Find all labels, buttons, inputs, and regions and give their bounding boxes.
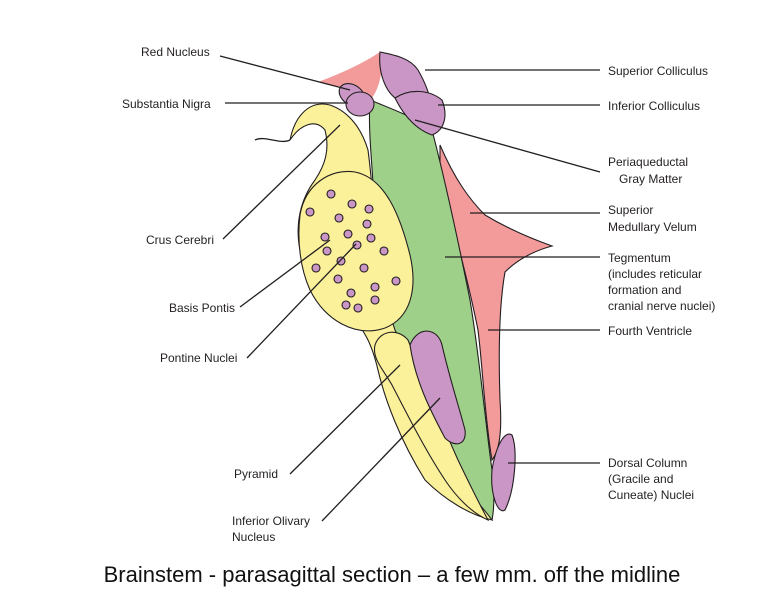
pontine-nucleus-dot (347, 199, 357, 209)
label-pyramid: Pyramid (234, 467, 278, 481)
label-substantia-nigra: Substantia Nigra (122, 97, 211, 111)
label-red-nucleus: Red Nucleus (141, 45, 210, 59)
red-nucleus-area (318, 52, 382, 98)
inferior-colliculus-shape (394, 90, 446, 136)
label-tegmentum-line4: cranial nerve nuclei) (608, 299, 715, 313)
figure-caption: Brainstem - parasagittal section – a few… (103, 562, 681, 587)
substantia-nigra-shape (345, 91, 375, 117)
fourth-ventricle-region (439, 144, 554, 462)
pontine-nucleus-dot (311, 263, 321, 273)
leader-pyramid (289, 364, 401, 475)
label-inferior-olivary-line2: Nucleus (232, 530, 275, 544)
dorsal-column-shape (491, 433, 516, 512)
crus-line (254, 137, 291, 143)
label-crus-cerebri: Crus Cerebri (146, 233, 214, 247)
pontine-nucleus-dot (366, 233, 376, 243)
label-superior-medullary-line2: Medullary Velum (608, 220, 697, 234)
pontine-nuclei-dots (305, 189, 401, 313)
label-superior-medullary-line1: Superior (608, 203, 653, 217)
label-periaqueductal-line2: Gray Matter (619, 172, 682, 186)
pontine-nucleus-dot (370, 295, 380, 305)
pyramid-region (373, 331, 490, 522)
pontine-nucleus-dot (364, 204, 374, 214)
label-inferior-olivary-line1: Inferior Olivary (232, 514, 310, 528)
label-basis-pontis: Basis Pontis (169, 301, 235, 315)
pontine-nucleus-dot (333, 274, 343, 284)
pontine-nucleus-dot (320, 232, 330, 242)
pontine-nucleus-dot (305, 207, 315, 217)
leader-basis-pontis (239, 239, 331, 308)
leader-pontine-nuclei (246, 243, 357, 359)
leader-inferior-olivary (321, 397, 441, 522)
label-superior-colliculus: Superior Colliculus (608, 64, 708, 78)
basis-pontis-oval (298, 170, 414, 332)
label-dorsal-column-line3: Cuneate) Nuclei (608, 488, 694, 502)
pontine-nucleus-dot (391, 276, 401, 286)
label-dorsal-column-line2: (Gracile and (608, 472, 673, 486)
label-inferior-colliculus: Inferior Colliculus (608, 99, 700, 113)
pontine-nucleus-dot (334, 213, 344, 223)
brainstem-diagram: Red Nucleus Substantia Nigra Crus Cerebr… (122, 45, 715, 544)
pontine-nucleus-dot (359, 263, 369, 273)
pontine-nucleus-dot (370, 282, 380, 292)
pontine-nucleus-dot (352, 240, 362, 250)
label-tegmentum-line3: formation and (608, 283, 681, 297)
label-dorsal-column-line1: Dorsal Column (608, 456, 687, 470)
leader-crus-cerebri (222, 124, 341, 240)
leader-red-nucleus (219, 55, 351, 91)
label-pontine-nuclei: Pontine Nuclei (160, 351, 237, 365)
label-tegmentum-line2: (includes reticular (608, 267, 702, 281)
pontine-nucleus-dot (353, 303, 363, 313)
pontine-nucleus-dot (322, 246, 332, 256)
pontine-nucleus-dot (362, 219, 372, 229)
pontine-nucleus-dot (341, 300, 351, 310)
pontine-nucleus-dot (336, 256, 346, 266)
pontine-nucleus-dot (326, 189, 336, 199)
label-fourth-ventricle: Fourth Ventricle (608, 324, 692, 338)
inferior-olivary-shape (409, 330, 466, 445)
label-periaqueductal-line1: Periaqueductal (608, 155, 688, 169)
pontine-nucleus-dot (346, 288, 356, 298)
pontine-nucleus-dot (343, 229, 353, 239)
leader-periaqueductal (414, 119, 601, 173)
pontine-nucleus-dot (379, 246, 389, 256)
label-tegmentum-line1: Tegmentum (608, 251, 671, 265)
